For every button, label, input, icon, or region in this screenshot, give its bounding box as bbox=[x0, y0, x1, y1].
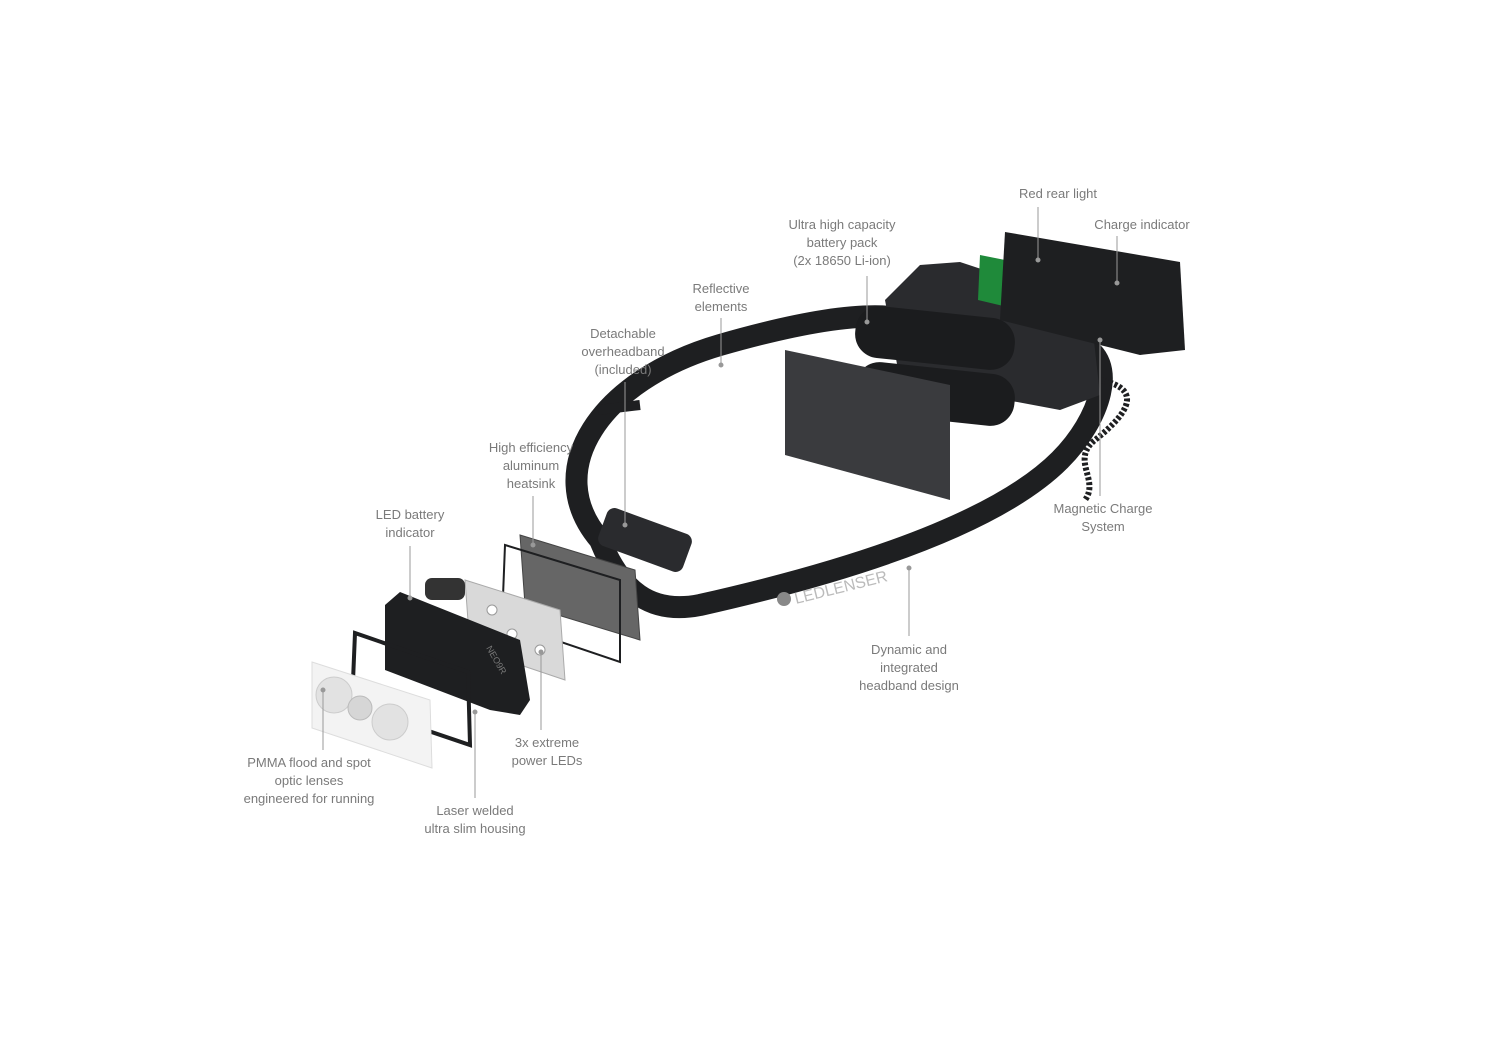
headband bbox=[565, 305, 1113, 619]
label-headband: Dynamic and integrated headband design bbox=[859, 641, 959, 695]
label-charge-indicator: Charge indicator bbox=[1094, 216, 1189, 234]
label-line: Red rear light bbox=[1018, 186, 1098, 201]
label-line: Laser welded bbox=[436, 803, 514, 818]
label-red-rear-light: Red rear light bbox=[1019, 185, 1097, 203]
label-line: optic lenses bbox=[274, 773, 344, 788]
label-line: (included) bbox=[594, 362, 652, 377]
label-line: Ultra high capacity bbox=[788, 217, 896, 232]
leader-lines bbox=[320, 207, 1120, 798]
label-housing: Laser welded ultra slim housing bbox=[424, 802, 525, 838]
label-line: Dynamic and bbox=[871, 642, 947, 657]
label-line: System bbox=[1081, 519, 1125, 534]
label-line: High efficiency bbox=[488, 440, 574, 455]
battery-cover bbox=[785, 350, 950, 500]
label-line: ultra slim housing bbox=[424, 821, 526, 836]
label-line: integrated bbox=[880, 660, 938, 675]
label-heatsink: High efficiency aluminum heatsink bbox=[489, 439, 573, 493]
rear-cap bbox=[1000, 232, 1185, 355]
label-power-leds: 3x extreme power LEDs bbox=[512, 734, 583, 770]
label-line: Charge indicator bbox=[1094, 217, 1190, 232]
coiled-cable bbox=[1081, 377, 1130, 502]
label-line: (2x 18650 Li-ion) bbox=[793, 253, 891, 268]
label-line: LED battery bbox=[375, 507, 445, 522]
front-housing bbox=[385, 592, 530, 715]
label-line: PMMA flood and spot bbox=[247, 755, 371, 770]
label-line: heatsink bbox=[506, 476, 556, 491]
label-line: overheadband bbox=[581, 344, 665, 359]
label-line: 3x extreme bbox=[514, 735, 580, 750]
label-battery-pack: Ultra high capacity battery pack (2x 18650… bbox=[789, 216, 896, 270]
label-optic-lenses: PMMA flood and spot optic lenses engineere… bbox=[244, 754, 375, 808]
heatsink bbox=[519, 534, 641, 641]
label-line: Detachable bbox=[590, 326, 656, 341]
label-line: indicator bbox=[385, 525, 435, 540]
label-line: Reflective bbox=[692, 281, 750, 296]
label-line: battery pack bbox=[806, 235, 878, 250]
label-line: elements bbox=[694, 299, 748, 314]
battery-cell bbox=[855, 306, 1015, 370]
label-led-battery-indicator: LED battery indicator bbox=[376, 506, 445, 542]
label-line: engineered for running bbox=[243, 791, 375, 806]
label-line: Magnetic Charge bbox=[1053, 501, 1153, 516]
label-reflective: Reflective elements bbox=[692, 280, 749, 316]
label-line: headband design bbox=[859, 678, 959, 693]
label-line: power LEDs bbox=[511, 753, 583, 768]
label-line: aluminum bbox=[502, 458, 560, 473]
label-overheadband: Detachable overheadband (included) bbox=[581, 325, 664, 379]
